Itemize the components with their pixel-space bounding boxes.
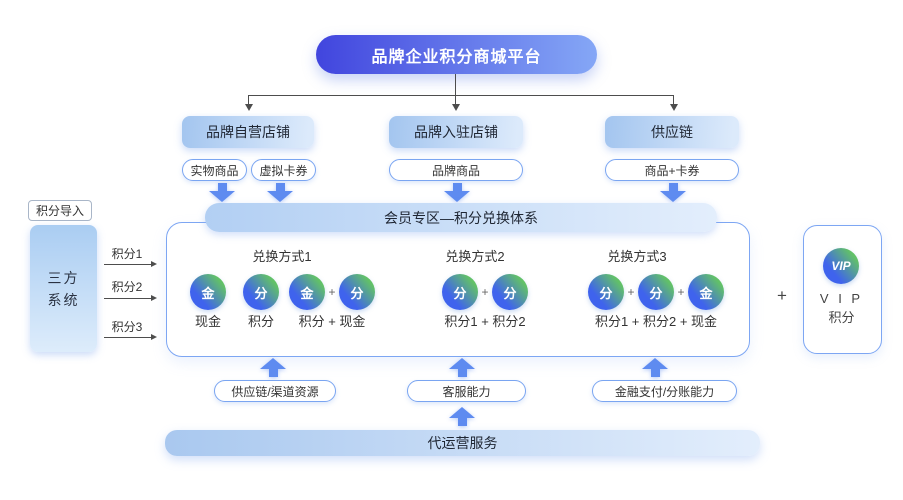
tag-virtual-coupons: 虚拟卡券 bbox=[251, 159, 316, 181]
tag-goods-plus-coupons: 商品+卡券 bbox=[605, 159, 739, 181]
exchange-method-3-title: 兑换方式3 bbox=[607, 249, 667, 264]
coin-group-cash: 金 bbox=[190, 274, 226, 310]
up-arrow-icon bbox=[449, 358, 475, 377]
capability-supply-channel: 供应链/渠道资源 bbox=[214, 380, 336, 402]
points-coin-icon: 分 bbox=[588, 274, 624, 310]
plus-sign: + bbox=[777, 286, 787, 305]
up-arrow-icon bbox=[449, 407, 475, 426]
platform-title: 品牌企业积分商城平台 bbox=[316, 35, 597, 74]
member-zone-header: 会员专区—积分兑换体系 bbox=[205, 203, 717, 232]
points-coin-icon: 分 bbox=[339, 274, 375, 310]
connector-line bbox=[248, 95, 674, 96]
coin-caption: 积分1 + 积分2 + 现金 bbox=[594, 314, 718, 329]
plus-sign: + bbox=[677, 285, 685, 299]
flow-label-points2: 积分2 bbox=[111, 280, 143, 294]
plus-sign: + bbox=[328, 285, 336, 299]
exchange-method-1-title: 兑换方式1 bbox=[252, 249, 312, 264]
connector-line bbox=[673, 95, 674, 106]
coin-caption: 现金 bbox=[194, 314, 222, 329]
points-coin-icon: 分 bbox=[638, 274, 674, 310]
agency-operation-bar: 代运营服务 bbox=[165, 430, 760, 456]
flow-label-points3: 积分3 bbox=[111, 320, 143, 334]
vip-badge-icon: VIP bbox=[823, 248, 859, 284]
tag-brand-goods: 品牌商品 bbox=[389, 159, 523, 181]
channel-box-brand-self-store: 品牌自营店铺 bbox=[182, 116, 314, 148]
down-arrow-icon bbox=[444, 183, 470, 202]
vip-label-line2: 积分 bbox=[828, 310, 855, 325]
coin-caption: 积分 bbox=[247, 314, 275, 329]
arrowhead-down-icon bbox=[245, 104, 253, 111]
tag-physical-goods: 实物商品 bbox=[182, 159, 247, 181]
coin-caption: 积分1 + 积分2 bbox=[444, 314, 526, 329]
points-coin-icon: 分 bbox=[442, 274, 478, 310]
coin-group-points: 分 bbox=[243, 274, 279, 310]
coin-caption: 积分 + 现金 bbox=[298, 314, 366, 329]
points-import-label: 积分导入 bbox=[28, 200, 92, 221]
points-coin-icon: 分 bbox=[243, 274, 279, 310]
third-party-system-line1: 三方 bbox=[47, 269, 80, 286]
gold-coin-icon: 金 bbox=[289, 274, 325, 310]
down-arrow-icon bbox=[660, 183, 686, 202]
exchange-method-2-title: 兑换方式2 bbox=[445, 249, 505, 264]
connector-line bbox=[455, 95, 456, 106]
gold-coin-icon: 金 bbox=[688, 274, 724, 310]
third-party-system-box: 三方 系统 bbox=[30, 225, 97, 352]
connector-line bbox=[248, 95, 249, 106]
arrowhead-down-icon bbox=[452, 104, 460, 111]
up-arrow-icon bbox=[642, 358, 668, 377]
coin-group-points1-points2: 分 + 分 bbox=[442, 274, 528, 310]
plus-sign: + bbox=[627, 285, 635, 299]
up-arrow-icon bbox=[260, 358, 286, 377]
plus-sign: + bbox=[481, 285, 489, 299]
capability-customer-service: 客服能力 bbox=[407, 380, 526, 402]
coin-group-points1-points2-cash: 分 + 分 + 金 bbox=[588, 274, 724, 310]
right-arrow-icon bbox=[104, 334, 157, 340]
channel-box-brand-entry-store: 品牌入驻店铺 bbox=[389, 116, 523, 148]
right-arrow-icon bbox=[104, 295, 157, 301]
capability-finance-payment: 金融支付/分账能力 bbox=[592, 380, 737, 402]
flow-label-points1: 积分1 bbox=[111, 247, 143, 261]
down-arrow-icon bbox=[209, 183, 235, 202]
gold-coin-icon: 金 bbox=[190, 274, 226, 310]
vip-points-panel bbox=[803, 225, 882, 354]
vip-label-line1: V I P bbox=[819, 291, 864, 306]
channel-box-supply-chain: 供应链 bbox=[605, 116, 739, 148]
arrowhead-down-icon bbox=[670, 104, 678, 111]
down-arrow-icon bbox=[267, 183, 293, 202]
points-coin-icon: 分 bbox=[492, 274, 528, 310]
right-arrow-icon bbox=[104, 261, 157, 267]
connector-line bbox=[455, 74, 456, 95]
coin-group-points-plus-cash: 金 + 分 bbox=[289, 274, 375, 310]
third-party-system-line2: 系统 bbox=[47, 291, 80, 308]
